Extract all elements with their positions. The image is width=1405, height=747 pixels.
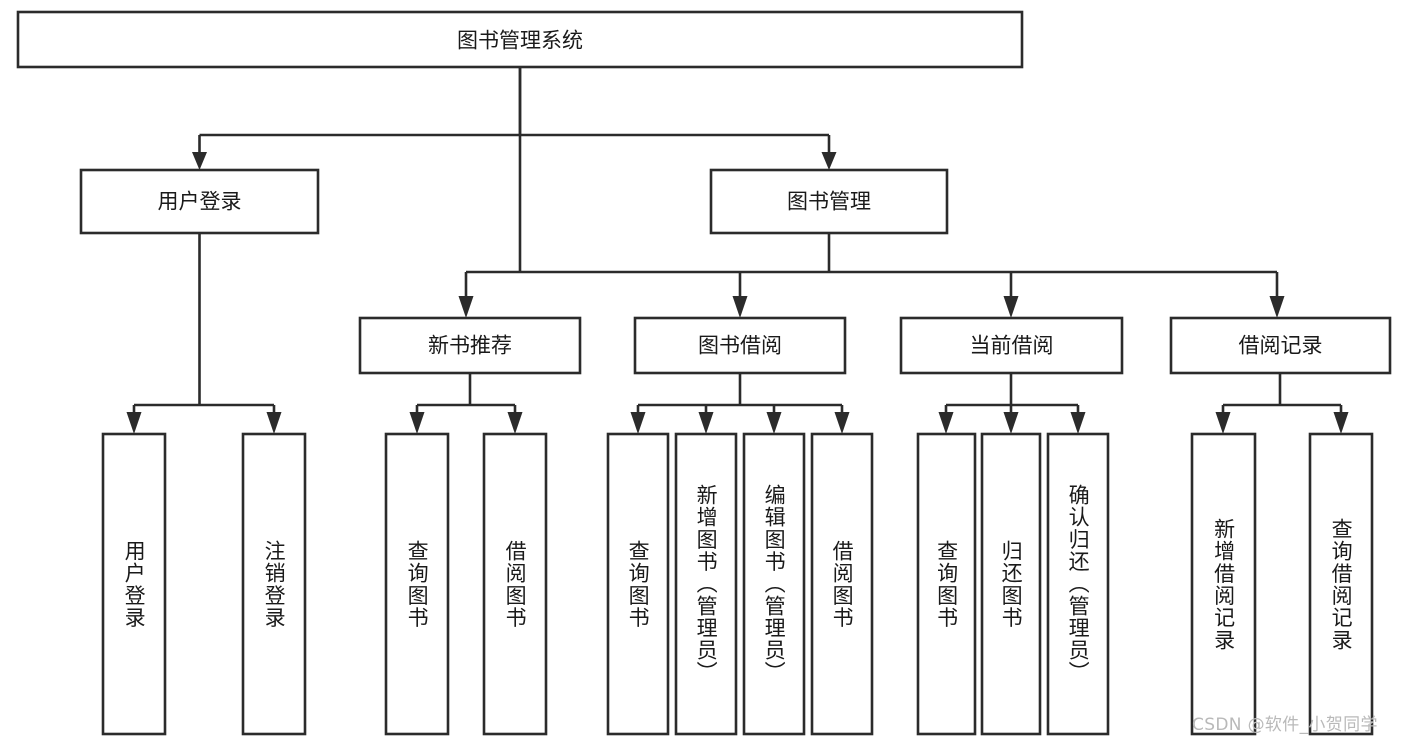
arrow-head-leaf-edit-book bbox=[766, 412, 782, 434]
arrow-head-current-borrow bbox=[1003, 296, 1019, 318]
node-book-manage-box[interactable] bbox=[709, 168, 949, 235]
arrow-head-leaf-borrow-book-1 bbox=[507, 412, 523, 434]
arrow-head-leaf-borrow-book-2 bbox=[834, 412, 850, 434]
csdn-watermark: CSDN @软件_小贺同学 bbox=[1192, 715, 1378, 735]
leaf-box-group bbox=[101, 432, 1374, 736]
leaf-user-login-box[interactable] bbox=[101, 432, 167, 736]
leaf-query-record-box[interactable] bbox=[1308, 432, 1374, 736]
leaf-logout-login-box[interactable] bbox=[241, 432, 307, 736]
node-book-borrow[interactable]: 图书借阅 bbox=[633, 316, 847, 375]
node-current-borrow[interactable]: 当前借阅 bbox=[899, 316, 1124, 375]
node-borrow-record-label: 借阅记录 bbox=[1239, 334, 1323, 358]
leaf-add-record-box[interactable] bbox=[1190, 432, 1257, 736]
node-root[interactable]: 图书管理系统 bbox=[16, 10, 1024, 69]
node-user-login[interactable]: 用户登录 bbox=[79, 168, 320, 235]
leaf-query-book-1-box[interactable] bbox=[384, 432, 450, 736]
arrow-head-book-manage bbox=[821, 152, 837, 170]
leaf-confirm-return-box[interactable] bbox=[1046, 432, 1110, 736]
leaf-query-book-2-box[interactable] bbox=[606, 432, 670, 736]
arrow-head-leaf-confirm-return bbox=[1070, 412, 1086, 434]
node-new-book-rec-box[interactable] bbox=[358, 316, 582, 375]
node-current-borrow-label: 当前借阅 bbox=[970, 334, 1054, 358]
arrow-head-leaf-query-book-3 bbox=[938, 412, 954, 434]
arrow-head-new-book-rec bbox=[458, 296, 474, 318]
node-borrow-record[interactable]: 借阅记录 bbox=[1169, 316, 1392, 375]
node-book-borrow-box[interactable] bbox=[633, 316, 847, 375]
node-current-borrow-box[interactable] bbox=[899, 316, 1124, 375]
connector-group bbox=[126, 67, 1349, 434]
arrow-head-borrow-record bbox=[1269, 296, 1285, 318]
node-user-login-label: 用户登录 bbox=[158, 190, 242, 214]
arrow-head-book-borrow bbox=[732, 296, 748, 318]
leaf-query-book-3-box[interactable] bbox=[916, 432, 977, 736]
leaf-return-book-box[interactable] bbox=[980, 432, 1042, 736]
arrow-head-leaf-add-book bbox=[698, 412, 714, 434]
leaf-borrow-book-2-box[interactable] bbox=[810, 432, 874, 736]
arrow-head-leaf-user-login bbox=[126, 412, 142, 434]
arrow-head-leaf-query-book-1 bbox=[409, 412, 425, 434]
node-new-book-rec[interactable]: 新书推荐 bbox=[358, 316, 582, 375]
arrow-head-leaf-query-book-2 bbox=[630, 412, 646, 434]
arrow-head-leaf-add-record bbox=[1215, 412, 1231, 434]
leaf-edit-book-box[interactable] bbox=[742, 432, 806, 736]
node-borrow-record-box[interactable] bbox=[1169, 316, 1392, 375]
leaf-add-book-box[interactable] bbox=[674, 432, 738, 736]
node-book-manage[interactable]: 图书管理 bbox=[709, 168, 949, 235]
arrow-head-leaf-query-record bbox=[1333, 412, 1349, 434]
node-book-manage-label: 图书管理 bbox=[787, 190, 871, 214]
arrow-head-user-login bbox=[192, 152, 207, 170]
node-book-borrow-label: 图书借阅 bbox=[698, 334, 782, 358]
node-new-book-rec-label: 新书推荐 bbox=[428, 334, 512, 358]
arrow-head-leaf-logout-login bbox=[266, 412, 282, 434]
node-root-label: 图书管理系统 bbox=[457, 29, 583, 53]
node-root-box[interactable] bbox=[16, 10, 1024, 69]
node-user-login-box[interactable] bbox=[79, 168, 320, 235]
arrow-head-leaf-return-book bbox=[1003, 412, 1019, 434]
leaf-borrow-book-1-box[interactable] bbox=[482, 432, 548, 736]
